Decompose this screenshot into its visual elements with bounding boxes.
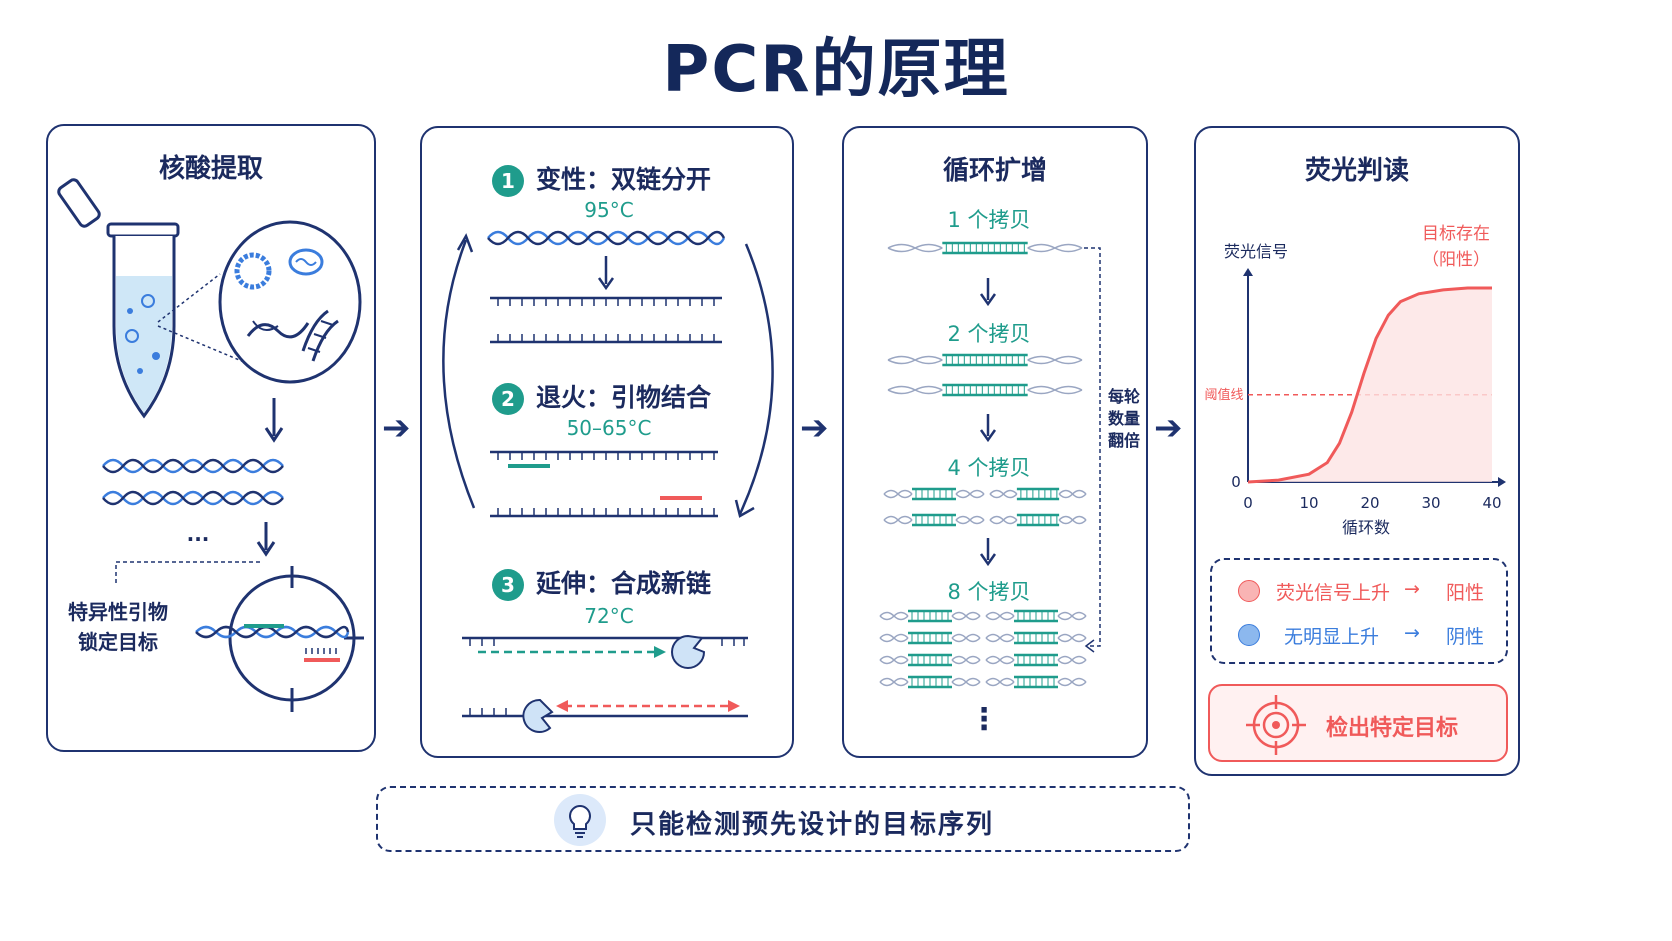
- copy-label-1: 1 个拷贝: [947, 208, 1031, 232]
- curve-fill: [1248, 288, 1492, 482]
- polymerase-icon: [522, 698, 554, 733]
- dna-copy-icon: [989, 513, 1087, 527]
- fluorescence-chart: 0 10 20 30 40 0: [1231, 268, 1506, 508]
- x-tick-label: 10: [1299, 494, 1318, 508]
- panel-amplification-title: 循环扩增: [942, 156, 1047, 186]
- primer-label-line1: 特异性引物: [68, 600, 168, 624]
- dna-helix-icon: [102, 458, 284, 506]
- copy-label-4: 4 个拷贝: [947, 456, 1031, 480]
- flow-arrow-1: ➔: [382, 408, 411, 448]
- detect-target-banner: 检出特定目标: [1208, 684, 1508, 762]
- flow-arrow-3: ➔: [1154, 408, 1183, 448]
- doubling-line-2: 数量: [1107, 409, 1140, 428]
- dna-copy-icon: [985, 653, 1087, 667]
- panel-extraction-title: 核酸提取: [158, 154, 263, 184]
- x-axis-label: 循环数: [1341, 518, 1390, 537]
- copy-label-2: 2 个拷贝: [947, 322, 1031, 346]
- pcr-steps-illustration: [442, 230, 774, 733]
- step3-label: 延伸：合成新链: [536, 569, 712, 598]
- doubling-note: 每轮 数量 翻倍: [1106, 386, 1142, 452]
- doubling-line-3: 翻倍: [1107, 431, 1140, 450]
- step3-temp: 72°C: [584, 604, 634, 628]
- step3-heading: 3 延伸：合成新链: [492, 564, 711, 601]
- dna-copy-icon: [887, 353, 1083, 367]
- crosshair-icon: [1246, 695, 1306, 755]
- panel-amplification: 循环扩增 1 个拷贝 2 个拷贝 4 个拷贝 8 个拷贝 每轮 数量 翻倍 ⋮: [842, 126, 1148, 758]
- flow-arrow-2: ➔: [800, 408, 829, 448]
- legend-negative-result: 阴性: [1446, 626, 1485, 648]
- dna-copy-icon: [985, 675, 1087, 689]
- target-present-line1: 目标存在: [1422, 224, 1490, 244]
- panel-fluorescence: 荧光判读 荧光信号 目标存在 （阳性） 阈值线 循环数 0 10 20 30 40 0 荧…: [1194, 126, 1520, 776]
- legend-positive-text: 荧光信号上升: [1276, 582, 1391, 604]
- panel-fluorescence-title: 荧光判读: [1304, 156, 1409, 186]
- more-copies-dots: ⋮: [969, 702, 999, 737]
- primer-label-line2: 锁定目标: [78, 630, 158, 654]
- lightbulb-icon: [554, 794, 606, 846]
- step2-heading: 2 退火：引物结合: [492, 378, 711, 415]
- cell-magnifier-icon: [218, 220, 362, 384]
- legend-negative-text: 无明显上升: [1284, 626, 1380, 648]
- panel-extraction: 核酸提取: [46, 124, 376, 752]
- x-tick-label: 20: [1360, 494, 1379, 508]
- y-zero-label: 0: [1231, 473, 1241, 491]
- step1-number: 1: [492, 165, 524, 197]
- x-axis-arrow-icon: [1498, 477, 1506, 487]
- test-tube-icon: [57, 178, 180, 419]
- target-present-line2: （阳性）: [1422, 250, 1490, 270]
- dna-copy-icon: [887, 241, 1083, 255]
- dna-copy-icon: [989, 487, 1087, 501]
- dna-copy-icon: [879, 653, 981, 667]
- dna-copy-icon: [985, 631, 1087, 645]
- step1-label: 变性：双链分开: [536, 165, 712, 194]
- copy-label-8: 8 个拷贝: [947, 580, 1031, 604]
- dna-copy-icon: [985, 609, 1087, 623]
- y-axis-arrow-icon: [1243, 268, 1253, 276]
- legend-positive-result: 阳性: [1446, 582, 1485, 604]
- extraction-illustration: [57, 178, 364, 712]
- dna-copy-icon: [883, 513, 985, 527]
- dna-copy-icon: [883, 487, 985, 501]
- dna-copy-icon: [879, 609, 981, 623]
- dna-copy-icon: [879, 631, 981, 645]
- result-legend: 荧光信号上升 → 阳性 无明显上升 → 阴性: [1210, 558, 1508, 664]
- polymerase-icon: [671, 634, 706, 669]
- amplification-illustration: [879, 241, 1101, 689]
- footer-text: 只能检测预先设计的目标序列: [630, 810, 995, 840]
- doubling-line-1: 每轮: [1107, 387, 1140, 406]
- x-tick-label: 30: [1421, 494, 1440, 508]
- step1-heading: 1 变性：双链分开: [492, 160, 711, 197]
- step2-label: 退火：引物结合: [536, 383, 712, 412]
- positive-dot-icon: [1238, 580, 1260, 602]
- footer-note: 只能检测预先设计的目标序列: [376, 786, 1190, 852]
- page-title: PCR的原理: [662, 33, 1010, 107]
- threshold-label: 阈值线: [1204, 388, 1244, 403]
- step3-number: 3: [492, 569, 524, 601]
- ellipsis-dots: ...: [186, 522, 210, 546]
- detect-target-label: 检出特定目标: [1326, 716, 1459, 741]
- negative-dot-icon: [1238, 624, 1260, 646]
- legend-negative-arrow-icon: →: [1404, 622, 1420, 644]
- step1-temp: 95°C: [584, 198, 634, 222]
- y-axis-label: 荧光信号: [1223, 242, 1288, 261]
- legend-positive-arrow-icon: →: [1404, 578, 1420, 600]
- dna-copy-icon: [887, 383, 1083, 397]
- x-tick-label: 0: [1243, 494, 1253, 508]
- target-lock-icon: [195, 566, 364, 712]
- step2-number: 2: [492, 383, 524, 415]
- step2-temp: 50–65°C: [566, 416, 652, 440]
- positive-curve: [1247, 286, 1492, 484]
- x-tick-label: 40: [1482, 494, 1501, 508]
- dna-copy-icon: [879, 675, 981, 689]
